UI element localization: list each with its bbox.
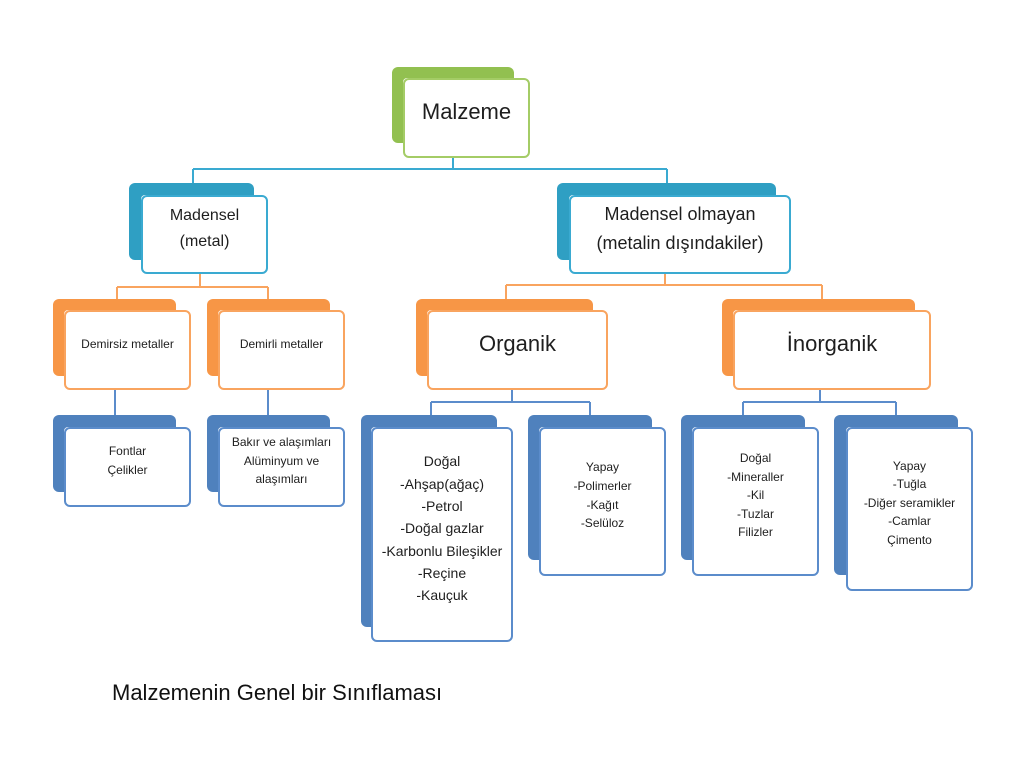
node-organik-dogal-front-shape [371, 427, 513, 642]
node-madensel-line: Madensel [169, 206, 240, 224]
node-organik-yapay-text: Yapay -Polimerler -Kağıt -Selüloz [543, 427, 662, 564]
node-fontlar-celikler-line: Fontlar [108, 444, 147, 459]
node-organik-dogal-line: -Ahşap(ağaç) [399, 475, 485, 492]
node-inorganik-yapay-line: -Camlar [888, 514, 931, 529]
node-organik-yapay-line: -Polimerler [573, 478, 632, 493]
node-madensel-olmayan-text: Madensel olmayan (metalin dışındakiler) [573, 195, 787, 262]
node-demirsiz-metaller: Demirsiz metaller [53, 299, 191, 390]
node-organik-yapay: Yapay -Polimerler -Kağıt -Selüloz [528, 415, 666, 576]
node-inorganik-label: İnorganik [786, 331, 878, 357]
node-organik-dogal: Doğal -Ahşap(ağaç) -Petrol -Doğal gazlar -Ka… [361, 415, 513, 642]
node-malzeme-text: Malzeme [407, 78, 526, 146]
node-madensel: Madensel (metal) [129, 183, 268, 274]
node-malzeme-label: Malzeme [421, 99, 512, 125]
node-inorganik-yapay-line: -Tuğla [892, 477, 927, 492]
node-madensel-olmayan-front-shape [569, 195, 791, 274]
node-organik-yapay-line: -Kağıt [586, 497, 619, 512]
node-inorganik-dogal-line: Doğal [739, 451, 772, 466]
node-demirli-metaller-label: Demirli metaller [239, 336, 324, 351]
node-organik-dogal-text: Doğal -Ahşap(ağaç) -Petrol -Doğal gazlar -Ka… [375, 427, 509, 630]
node-inorganik-dogal-line: -Mineraller [727, 469, 784, 484]
node-inorganik-yapay-line: -Diğer seramikler [863, 495, 956, 510]
node-madensel-olmayan-line: (metalin dışındakiler) [596, 232, 764, 253]
node-malzeme-front-shape [403, 78, 530, 158]
node-organik: Organik [416, 299, 608, 390]
node-inorganik-text: İnorganik [737, 310, 927, 378]
node-fontlar-celikler-line: Çelikler [107, 463, 148, 477]
node-demirsiz-metaller-front-shape [64, 310, 191, 390]
diagram-caption: Malzemenin Genel bir Sınıflaması [112, 680, 443, 705]
node-madensel-olmayan-line: Madensel olmayan [604, 203, 756, 224]
node-organik-front-shape [427, 310, 608, 390]
node-fontlar-celikler-front-shape [64, 427, 191, 507]
node-organik-dogal-line: Doğal [423, 453, 461, 470]
node-inorganik-dogal-line: -Tuzlar [737, 506, 774, 521]
node-inorganik-yapay-front-shape [846, 427, 973, 591]
node-inorganik-yapay-line: Yapay [892, 458, 927, 473]
node-madensel-olmayan: Madensel olmayan (metalin dışındakiler) [557, 183, 791, 274]
node-organik-yapay-front-shape [539, 427, 666, 576]
node-organik-text: Organik [431, 310, 604, 378]
node-organik-dogal-line: -Kauçuk [416, 587, 468, 604]
node-organik-yapay-line: -Selüloz [580, 516, 625, 531]
node-demirli-metaller: Demirli metaller [207, 299, 345, 390]
node-inorganik: İnorganik [722, 299, 931, 390]
node-demirli-metaller-text: Demirli metaller [222, 310, 341, 378]
node-demirsiz-metaller-text: Demirsiz metaller [68, 310, 187, 378]
node-madensel-line: (metal) [179, 232, 230, 250]
node-inorganik-yapay-line: Çimento [887, 532, 932, 547]
node-inorganik-dogal-line: -Kil [746, 488, 765, 503]
node-organik-dogal-line: -Petrol [421, 497, 463, 514]
node-organik-dogal-line: -Karbonlu Bileşikler [381, 542, 503, 559]
node-bakir-aluminyum-line: Alüminyum ve alaşımları [243, 453, 320, 487]
node-bakir-aluminyum-front-shape [218, 427, 345, 507]
node-inorganik-dogal-front-shape [692, 427, 819, 576]
node-organik-dogal-line: -Reçine [417, 565, 467, 582]
node-madensel-front-shape [141, 195, 268, 274]
node-demirli-metaller-front-shape [218, 310, 345, 390]
node-organik-yapay-line: Yapay [585, 460, 620, 475]
node-inorganik-dogal-line: Filizler [738, 525, 773, 540]
node-inorganik-front-shape [733, 310, 931, 390]
node-bakir-aluminyum-line: Bakır ve alaşımları [231, 435, 332, 450]
node-organik-dogal-line: -Doğal gazlar [400, 520, 484, 537]
node-malzeme: Malzeme [392, 67, 530, 158]
node-organik-label: Organik [478, 331, 557, 357]
node-madensel-text: Madensel (metal) [145, 195, 264, 262]
node-demirsiz-metaller-label: Demirsiz metaller [81, 336, 174, 351]
